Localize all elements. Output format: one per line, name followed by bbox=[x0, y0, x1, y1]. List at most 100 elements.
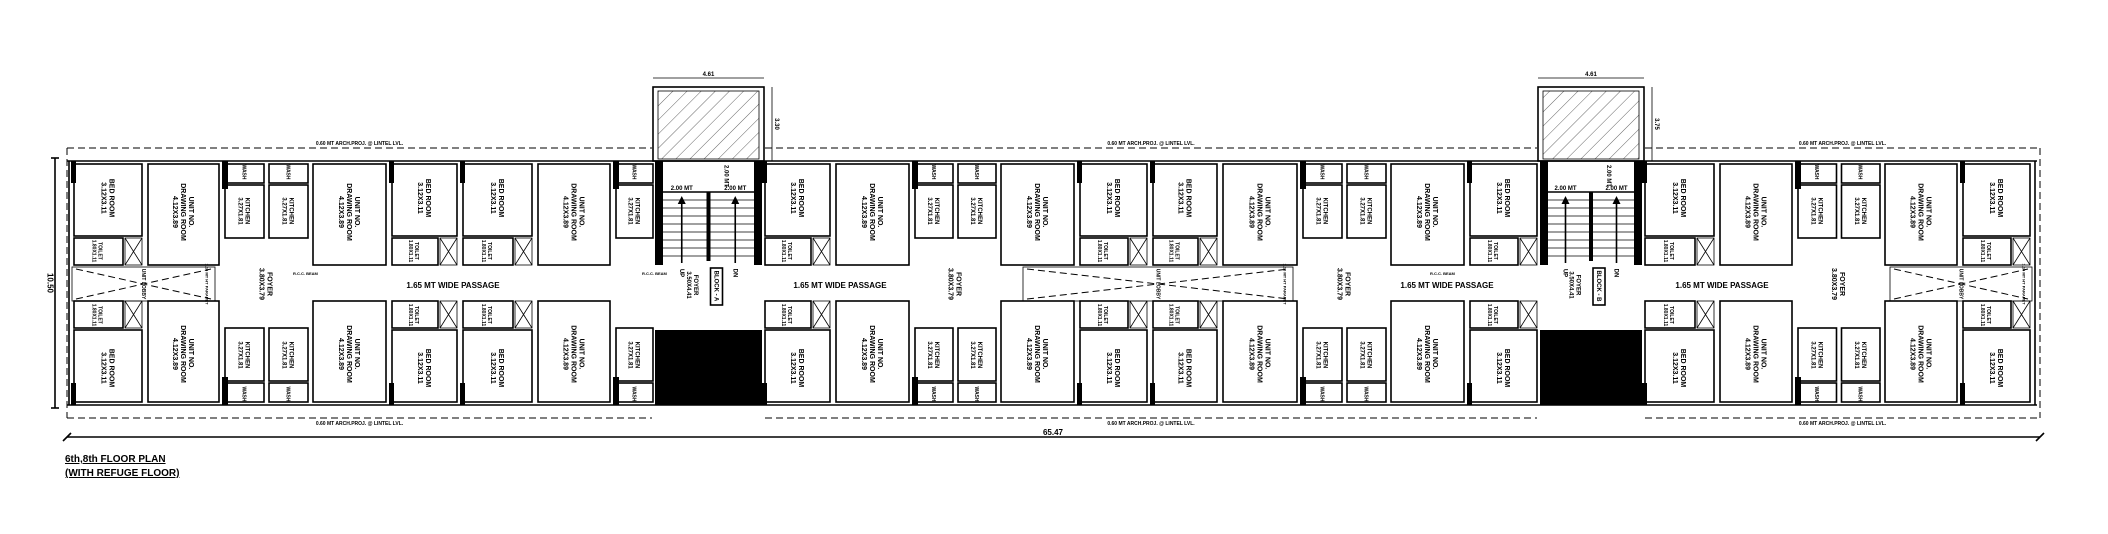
core-foyer-label-text: FOYER bbox=[692, 275, 698, 296]
projection-label: 0.60 MT ARCH.PROJ. @ LINTEL LVL. bbox=[1799, 421, 1887, 427]
bedroom bbox=[73, 163, 143, 237]
wash-area bbox=[957, 163, 997, 184]
foyer-label-text: FOYER bbox=[1344, 272, 1351, 296]
duct bbox=[1199, 237, 1218, 266]
kitchen bbox=[1346, 327, 1387, 382]
lift-label-text: 2.30X1.90 bbox=[1613, 354, 1619, 382]
toilet-label-text: TOILET bbox=[1173, 306, 1179, 324]
toilet-label-text: 1.80X1.11 bbox=[1167, 304, 1173, 327]
drawing-room-label-text: DRAWING ROOM bbox=[1752, 325, 1759, 383]
open-void bbox=[1889, 266, 2033, 302]
toilet-label-text: TOILET bbox=[1492, 242, 1498, 260]
kitchen-label-text: KITCHEN bbox=[933, 198, 939, 225]
wash-label-text: WASH bbox=[1813, 165, 1819, 180]
kitchen bbox=[957, 184, 997, 239]
arrow-head-icon bbox=[677, 196, 686, 204]
rcc-beam-label: R.C.C. BEAM bbox=[1430, 271, 1456, 276]
bedroom-label-text: 3.12X3.11 bbox=[1671, 182, 1678, 214]
flight-width-label: 2.00 MT bbox=[671, 186, 693, 192]
fire-lift-label-text: FIRE LIFT bbox=[1569, 354, 1575, 382]
wash-label: WASH bbox=[1362, 165, 1368, 180]
kitchen-label-text: 3.27X1.81 bbox=[1315, 341, 1321, 369]
duct-cross bbox=[439, 300, 458, 329]
drawing-room-label-text: UNIT NO. bbox=[1041, 197, 1048, 228]
flight-width-label: 2.00 MT bbox=[724, 186, 746, 192]
bedroom-label-text: 3.12X3.11 bbox=[416, 182, 423, 214]
toilet-label-text: TOILET bbox=[96, 306, 102, 324]
stair-midwall bbox=[1589, 192, 1593, 261]
core-foyer-label-text: 3.50X4.41 bbox=[1568, 271, 1574, 299]
toilet-label-text: TOILET bbox=[96, 242, 102, 260]
kitchen bbox=[1346, 184, 1387, 239]
duct bbox=[439, 300, 458, 329]
passage-label: 1.65 MT WIDE PASSAGE bbox=[406, 281, 500, 290]
drawing-room-label-text: 4.12X3.89 bbox=[1909, 338, 1916, 370]
toilet-label-text: 1.80X1.11 bbox=[1167, 240, 1173, 263]
drawing-room-label-text: UNIT NO. bbox=[1925, 339, 1932, 370]
stair-down-label: DN bbox=[1613, 269, 1619, 278]
stair-down-label: DN bbox=[731, 269, 737, 278]
drawing-room-label-text: 4.12X3.89 bbox=[1248, 196, 1255, 228]
wash-label-text: WASH bbox=[930, 387, 936, 402]
duct-cross bbox=[1519, 300, 1538, 329]
drawing-room-label-text: 4.12X3.89 bbox=[1415, 338, 1422, 370]
bedroom-label-text: 3.12X3.11 bbox=[489, 182, 496, 214]
flight-width-label: 2.00 MT bbox=[1554, 186, 1576, 192]
wash-label: WASH bbox=[1813, 387, 1819, 402]
duct-cross bbox=[124, 300, 143, 329]
bedroom bbox=[1079, 163, 1148, 237]
drawing-room-label-text: 4.12X3.89 bbox=[1025, 196, 1032, 228]
duct-cross bbox=[1519, 237, 1538, 266]
kitchen-label-text: 3.27X1.81 bbox=[1809, 197, 1815, 225]
toilet-label-text: TOILET bbox=[1668, 306, 1674, 324]
drawing-room-label-text: 4.12X3.89 bbox=[337, 338, 344, 370]
duct bbox=[124, 237, 143, 266]
kitchen-label-text: KITCHEN bbox=[1322, 342, 1328, 369]
drawing-room-label-text: 4.12X3.89 bbox=[1248, 338, 1255, 370]
drawing-room bbox=[1390, 163, 1465, 266]
parapet-label-text: 1.10 MT HT PARAPET bbox=[2022, 263, 2027, 305]
stair-up-label: UP bbox=[1562, 269, 1568, 277]
kitchen-label-text: 3.27X1.81 bbox=[1809, 341, 1815, 369]
core-foyer-label-text: FOYER bbox=[1575, 275, 1581, 296]
bedroom bbox=[1469, 329, 1538, 403]
drawing-room-label-text: UNIT NO. bbox=[578, 339, 585, 370]
drawing-room-label-text: 4.12X3.89 bbox=[337, 196, 344, 228]
kitchen-label-text: 3.27X1.81 bbox=[627, 341, 633, 369]
wash-label-text: WASH bbox=[1813, 387, 1819, 402]
duct bbox=[514, 300, 533, 329]
kitchen-label-text: KITCHEN bbox=[1860, 342, 1866, 369]
wash-label: WASH bbox=[630, 387, 636, 402]
drawing-room-label-text: DRAWING ROOM bbox=[1256, 183, 1263, 241]
bedroom-label-text: 3.12X3.11 bbox=[416, 352, 423, 384]
kitchen-label-text: KITCHEN bbox=[1366, 198, 1372, 225]
drawing-room-label-text: UNIT NO. bbox=[1760, 197, 1767, 228]
tower-depth-label-text: 3.75 bbox=[1653, 118, 1659, 130]
bedroom bbox=[73, 329, 143, 403]
wash-label-text: WASH bbox=[1857, 387, 1863, 402]
bedroom-label-text: BED ROOM bbox=[1503, 179, 1510, 218]
bedroom bbox=[1152, 329, 1218, 403]
drawing-room bbox=[312, 300, 387, 403]
column bbox=[613, 161, 619, 189]
kitchen-label-text: KITCHEN bbox=[1816, 342, 1822, 369]
kitchen bbox=[1302, 184, 1343, 239]
